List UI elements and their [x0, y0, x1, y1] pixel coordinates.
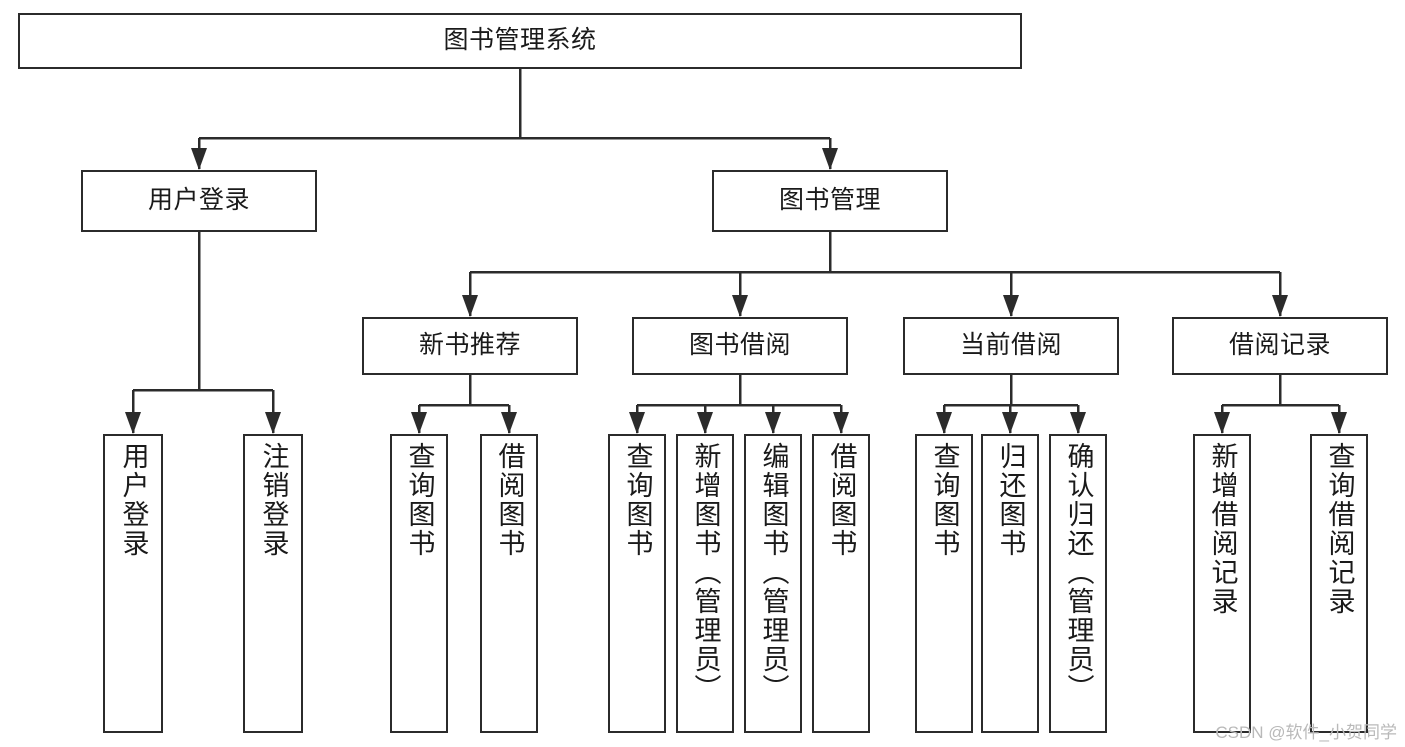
- node-label-leaf-query-record: 查询借阅记录: [1324, 442, 1355, 616]
- node-leaf-borrow-book-2[interactable]: 借阅图书: [812, 434, 870, 733]
- node-label-leaf-borrow-book-2: 借阅图书: [826, 442, 857, 558]
- node-leaf-return-book[interactable]: 归还图书: [981, 434, 1039, 733]
- node-book-manage[interactable]: 图书管理: [712, 170, 948, 232]
- node-leaf-logout[interactable]: 注销登录: [243, 434, 303, 733]
- node-root[interactable]: 图书管理系统: [18, 13, 1022, 69]
- node-label-root: 图书管理系统: [443, 26, 597, 55]
- node-new-book-rec[interactable]: 新书推荐: [362, 317, 578, 375]
- node-label-leaf-add-book: 新增图书（管理员）: [690, 442, 721, 703]
- node-current-borrow[interactable]: 当前借阅: [903, 317, 1119, 375]
- node-label-leaf-logout: 注销登录: [258, 442, 289, 558]
- node-label-leaf-borrow-book-1: 借阅图书: [494, 442, 525, 558]
- node-leaf-confirm-return[interactable]: 确认归还（管理员）: [1049, 434, 1107, 733]
- node-label-book-manage: 图书管理: [778, 186, 881, 215]
- node-label-leaf-query-book-2: 查询图书: [622, 442, 653, 558]
- node-leaf-add-book[interactable]: 新增图书（管理员）: [676, 434, 734, 733]
- node-label-leaf-query-book-1: 查询图书: [404, 442, 435, 558]
- node-leaf-user-login[interactable]: 用户登录: [103, 434, 163, 733]
- node-label-user-login: 用户登录: [147, 186, 250, 215]
- node-borrow-record[interactable]: 借阅记录: [1172, 317, 1388, 375]
- node-label-leaf-user-login: 用户登录: [118, 442, 149, 558]
- node-label-current-borrow: 当前借阅: [959, 331, 1062, 360]
- node-label-leaf-edit-book: 编辑图书（管理员）: [758, 442, 789, 703]
- node-label-leaf-add-record: 新增借阅记录: [1207, 442, 1238, 616]
- node-label-leaf-return-book: 归还图书: [995, 442, 1026, 558]
- node-label-borrow-record: 借阅记录: [1228, 331, 1331, 360]
- node-user-login[interactable]: 用户登录: [81, 170, 317, 232]
- node-leaf-query-book-3[interactable]: 查询图书: [915, 434, 973, 733]
- watermark-text: CSDN @软件_小贺同学: [1215, 723, 1397, 742]
- node-label-leaf-query-book-3: 查询图书: [929, 442, 960, 558]
- node-label-book-borrow: 图书借阅: [688, 331, 791, 360]
- node-label-new-book-rec: 新书推荐: [418, 331, 521, 360]
- node-label-leaf-confirm-return: 确认归还（管理员）: [1063, 442, 1094, 703]
- node-leaf-add-record[interactable]: 新增借阅记录: [1193, 434, 1251, 733]
- node-leaf-query-book-2[interactable]: 查询图书: [608, 434, 666, 733]
- node-leaf-query-book-1[interactable]: 查询图书: [390, 434, 448, 733]
- node-leaf-query-record[interactable]: 查询借阅记录: [1310, 434, 1368, 733]
- node-book-borrow[interactable]: 图书借阅: [632, 317, 848, 375]
- node-leaf-borrow-book-1[interactable]: 借阅图书: [480, 434, 538, 733]
- node-leaf-edit-book[interactable]: 编辑图书（管理员）: [744, 434, 802, 733]
